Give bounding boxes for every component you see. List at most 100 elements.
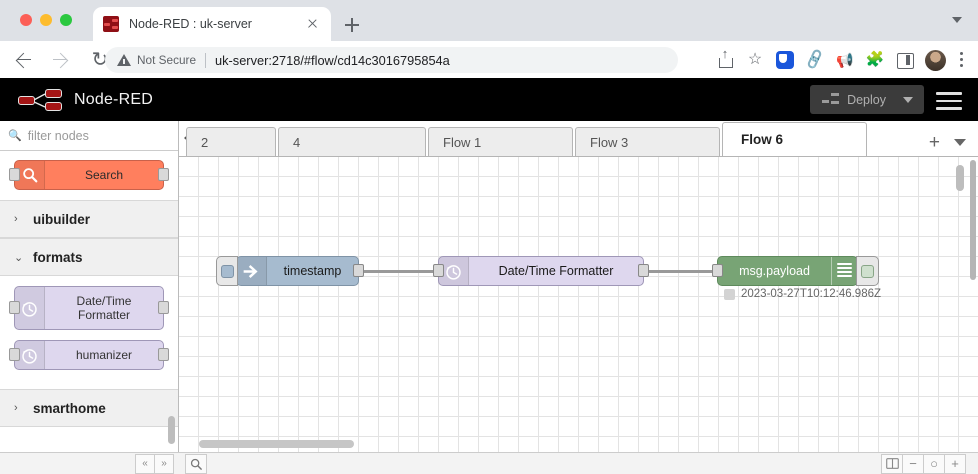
footer-mid-buttons bbox=[185, 453, 207, 474]
palette-node-group-humanizer: humanizer bbox=[0, 332, 178, 380]
security-status-label: Not Secure bbox=[137, 53, 197, 67]
not-secure-warning-icon bbox=[117, 53, 131, 67]
node-status-text: 2023-03-27T10:12:46.986Z bbox=[741, 288, 882, 300]
palette-sidebar: 🔍 filter nodes Search › uibuilder ⌄ bbox=[0, 121, 179, 452]
navigator-map-icon[interactable] bbox=[881, 453, 903, 474]
magnifier-icon bbox=[15, 161, 45, 189]
footer-status-bar: « » − ○ + bbox=[0, 452, 978, 474]
node-label: Date/Time Formatter bbox=[498, 264, 614, 278]
inject-trigger-button[interactable] bbox=[216, 256, 238, 286]
zoom-reset-icon[interactable]: ○ bbox=[923, 453, 945, 474]
node-label: timestamp bbox=[283, 264, 342, 278]
collapse-all-icon[interactable]: « bbox=[135, 453, 155, 474]
node-inject-timestamp[interactable]: timestamp bbox=[216, 256, 364, 286]
output-port bbox=[158, 301, 169, 314]
flow-tab-flow-6[interactable]: Flow 6 bbox=[722, 122, 867, 156]
browser-tab-strip: Node-RED : uk-server bbox=[0, 0, 978, 41]
clock-icon bbox=[439, 257, 469, 285]
flow-tab-flow-3[interactable]: Flow 3 bbox=[575, 127, 720, 156]
palette-scrollbar[interactable] bbox=[168, 416, 175, 444]
output-port[interactable] bbox=[353, 264, 364, 277]
palette-node-humanizer[interactable]: humanizer bbox=[9, 340, 169, 370]
palette-category-label: formats bbox=[33, 249, 83, 265]
footer-left-buttons: « » bbox=[135, 453, 174, 474]
minimize-window-button[interactable] bbox=[40, 14, 52, 26]
browser-tab[interactable]: Node-RED : uk-server bbox=[93, 7, 331, 41]
input-port bbox=[9, 168, 20, 181]
reload-icon[interactable]: ↻ bbox=[91, 48, 109, 71]
filter-nodes-input[interactable]: 🔍 filter nodes bbox=[0, 121, 178, 151]
output-port[interactable] bbox=[638, 264, 649, 277]
window-traffic-lights bbox=[20, 14, 72, 26]
chrome-menu-kebab-icon[interactable] bbox=[952, 47, 970, 73]
side-panel-icon[interactable] bbox=[892, 47, 918, 73]
wire-inject-to-formatter[interactable] bbox=[355, 270, 441, 273]
deploy-icon bbox=[822, 93, 840, 106]
node-red-logo-icon bbox=[18, 88, 64, 111]
inject-arrow-icon bbox=[237, 257, 267, 285]
canvas-vertical-scrollbar[interactable] bbox=[956, 165, 964, 191]
app-title: Node-RED bbox=[74, 90, 153, 108]
node-status-debug: 2023-03-27T10:12:46.986Z bbox=[724, 288, 881, 300]
page-vertical-scrollbar[interactable] bbox=[970, 160, 976, 280]
deploy-dropdown-button[interactable] bbox=[898, 85, 924, 114]
clock-icon bbox=[15, 287, 45, 329]
input-port[interactable] bbox=[433, 264, 444, 277]
expand-all-icon[interactable]: » bbox=[154, 453, 174, 474]
palette-category-smarthome[interactable]: › smarthome bbox=[0, 389, 178, 427]
new-tab-button[interactable] bbox=[341, 14, 363, 36]
bookmark-star-icon[interactable]: ☆ bbox=[747, 51, 763, 68]
node-debug-msg-payload[interactable]: msg.payload bbox=[712, 256, 879, 286]
close-icon[interactable] bbox=[305, 16, 321, 32]
search-flows-icon[interactable] bbox=[185, 453, 207, 474]
add-flow-icon[interactable]: + bbox=[928, 132, 940, 153]
palette-node-label: Search bbox=[84, 168, 124, 182]
palette-category-label: uibuilder bbox=[33, 211, 90, 227]
megaphone-extension-icon[interactable]: 📢 bbox=[836, 52, 854, 68]
chevron-down-icon[interactable] bbox=[952, 17, 962, 23]
flow-tab-actions: + bbox=[917, 133, 978, 156]
zoom-out-icon[interactable]: − bbox=[902, 453, 924, 474]
flow-tab-flow-1[interactable]: Flow 1 bbox=[428, 127, 573, 156]
flow-tab-bar: 2 4 Flow 1 Flow 3 Flow 6 + bbox=[179, 121, 978, 157]
input-port[interactable] bbox=[712, 264, 723, 277]
link-extension-icon[interactable]: 🔗 bbox=[803, 48, 827, 71]
share-icon[interactable] bbox=[712, 47, 738, 73]
debug-lines-icon bbox=[831, 257, 857, 285]
chevron-right-icon: › bbox=[14, 402, 18, 414]
status-dot-icon bbox=[724, 288, 735, 300]
input-port bbox=[9, 348, 20, 361]
wire-formatter-to-debug[interactable] bbox=[639, 270, 717, 273]
palette-node-search[interactable]: Search bbox=[9, 160, 169, 190]
flow-tab-2[interactable]: 2 bbox=[186, 127, 276, 156]
deploy-label: Deploy bbox=[847, 92, 886, 107]
divider bbox=[205, 52, 207, 68]
palette-category-formats[interactable]: ⌄ formats bbox=[0, 238, 178, 276]
close-window-button[interactable] bbox=[20, 14, 32, 26]
flow-list-menu-icon[interactable] bbox=[954, 139, 966, 146]
canvas-horizontal-scrollbar[interactable] bbox=[199, 440, 354, 448]
filter-nodes-placeholder: filter nodes bbox=[27, 128, 89, 143]
main-menu-hamburger-icon[interactable] bbox=[936, 92, 962, 110]
url-text: uk-server:2718/#flow/cd14c3016795854a bbox=[215, 52, 450, 68]
back-icon[interactable] bbox=[10, 46, 38, 74]
deploy-button[interactable]: Deploy bbox=[810, 85, 898, 114]
palette-category-uibuilder[interactable]: › uibuilder bbox=[0, 200, 178, 238]
palette-node-group-search: Search bbox=[0, 152, 178, 200]
flow-tab-4[interactable]: 4 bbox=[278, 127, 426, 156]
palette-category-label: smarthome bbox=[33, 400, 106, 416]
chevron-right-icon: › bbox=[14, 213, 18, 225]
output-port bbox=[158, 348, 169, 361]
address-bar[interactable]: Not Secure uk-server:2718/#flow/cd14c301… bbox=[105, 47, 678, 73]
maximize-window-button[interactable] bbox=[60, 14, 72, 26]
zoom-in-icon[interactable]: + bbox=[944, 453, 966, 474]
node-datetime-formatter[interactable]: Date/Time Formatter bbox=[433, 256, 649, 286]
puzzle-extensions-icon[interactable]: 🧩 bbox=[865, 51, 885, 68]
flow-canvas[interactable]: timestamp Date/Time Formatter msg.payloa… bbox=[179, 157, 978, 452]
forward-icon[interactable] bbox=[48, 46, 76, 74]
shield-extension-icon[interactable] bbox=[772, 47, 798, 73]
palette-node-datetime-formatter[interactable]: Date/Time Formatter bbox=[9, 286, 169, 330]
profile-avatar-icon[interactable] bbox=[922, 47, 948, 73]
node-label: msg.payload bbox=[739, 264, 810, 278]
debug-enable-button[interactable] bbox=[856, 256, 879, 286]
